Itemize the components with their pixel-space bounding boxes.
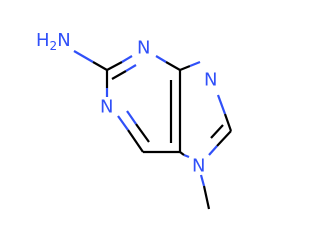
atom-amine-label: H2N — [36, 30, 71, 54]
amine-n: N — [57, 30, 70, 51]
amine-h: H — [36, 30, 50, 51]
bond-c6-n1-double-n — [126, 110, 137, 125]
atom-n1: N — [100, 97, 113, 118]
bond-n9-c8 — [223, 113, 233, 132]
bond-n7-methyl — [202, 185, 211, 210]
atom-n3: N — [137, 38, 150, 59]
bond-c8-n7-n — [208, 145, 218, 156]
bond-n7-methyl-n — [199, 174, 206, 187]
bond-c2-n3 — [106, 61, 123, 71]
bond-amine-c2-carbon — [92, 61, 108, 71]
atom-n7: N — [192, 156, 205, 177]
bond-n7-c5-n — [183, 153, 190, 159]
bond-n3-c4 — [165, 61, 181, 71]
atom-n9: N — [204, 70, 217, 91]
bond-n9-c8-n — [216, 94, 227, 115]
bond-c2-n3-double-n — [125, 64, 137, 72]
bond-amine-c2 — [73, 50, 94, 63]
bond-c6-n1-double — [135, 123, 150, 143]
molecule-structure: H2N N N N N — [36, 30, 233, 210]
bond-c4-n9 — [179, 64, 191, 72]
bond-c8-n7-double — [210, 124, 224, 139]
bond-n7-c5 — [179, 151, 185, 156]
bond-c6-n1-n — [117, 115, 129, 131]
bond-c8-n7 — [216, 130, 232, 147]
bond-c6-n1 — [127, 129, 144, 153]
bond-c4-n9-n — [189, 60, 201, 68]
bond-n3-c4-n — [155, 55, 167, 63]
amine-subscript: 2 — [50, 39, 58, 53]
bond-c2-n3-n — [121, 55, 133, 63]
bond-c2-n3-double — [111, 70, 127, 80]
